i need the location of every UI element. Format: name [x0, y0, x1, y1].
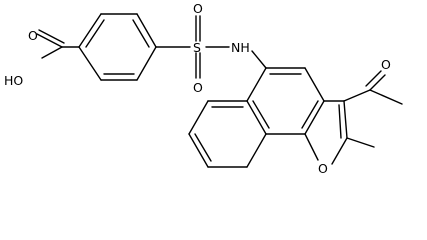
acetyl-oxygen-label: O: [381, 57, 391, 72]
hydroxyl-label: HO: [4, 73, 23, 88]
furan-ring: [304, 100, 348, 165]
amine-label: NH: [231, 40, 250, 55]
structure-canvas: HO O O S O NH O O: [4, 1, 403, 176]
sulfonamide-group: [155, 15, 267, 79]
furan-oxygen-label: O: [318, 161, 328, 176]
carboxylic-acid-group: [36, 29, 80, 59]
molecule-drawing: HO O O S O NH O O: [4, 1, 403, 176]
benzene-ring-acid: [78, 13, 157, 81]
acetyl-group: [343, 70, 403, 105]
sulfur-label: S: [193, 40, 201, 55]
methyl-group: [346, 137, 375, 148]
upper-aromatic-ring: [246, 67, 325, 135]
acid-carbonyl-oxygen-label: O: [28, 28, 38, 43]
sulfonyl-oxygen-top-label: O: [193, 1, 203, 16]
sulfonyl-oxygen-bottom-label: O: [193, 80, 203, 95]
lower-benzo-ring: [188, 100, 267, 168]
